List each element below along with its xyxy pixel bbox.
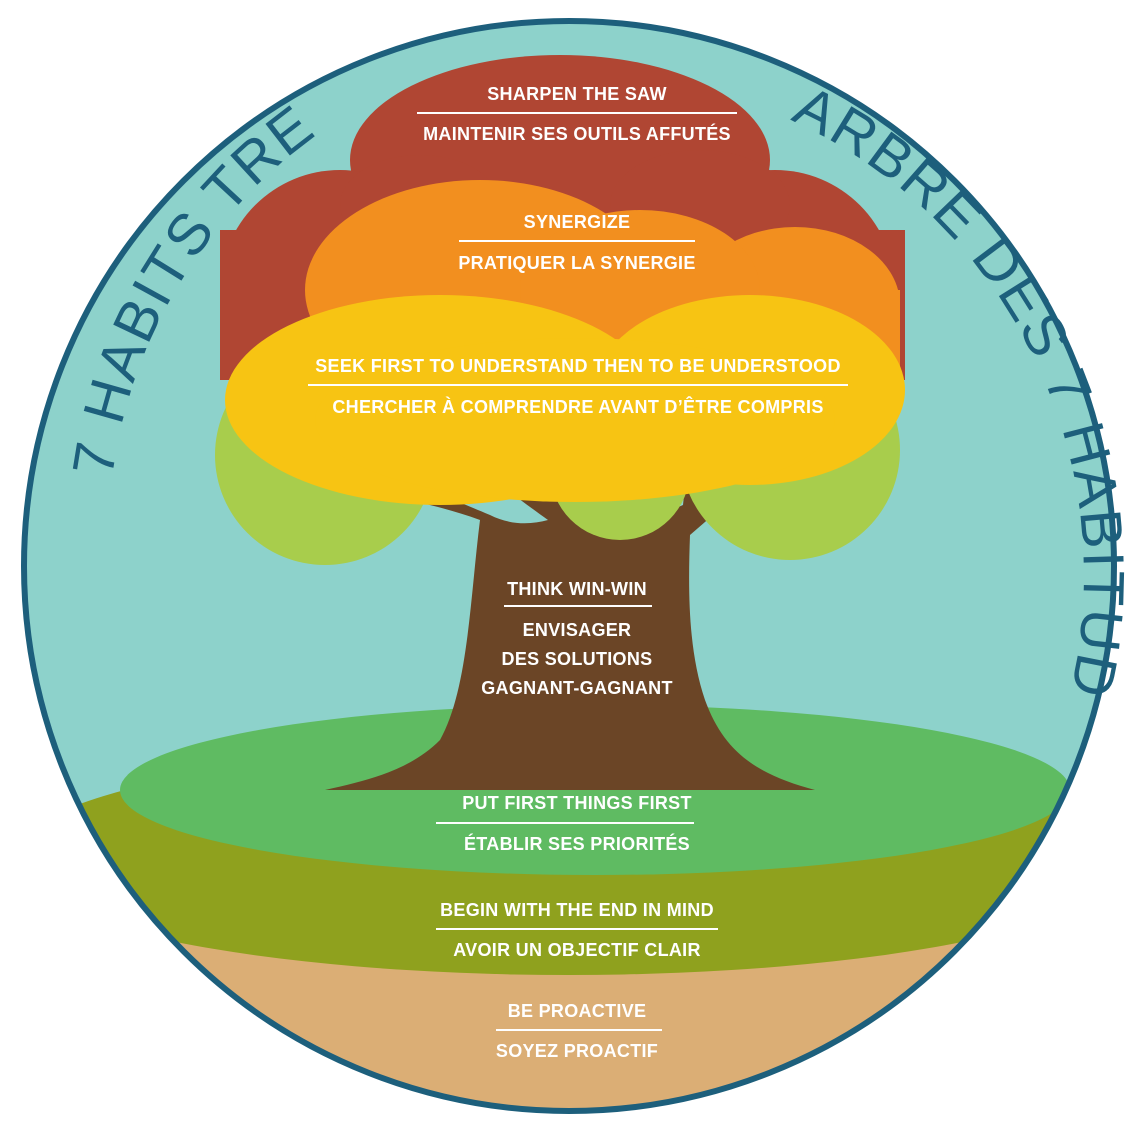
tree-trunk (325, 430, 815, 790)
habit-end-in-mind-fr: AVOIR UN OBJECTIF CLAIR (453, 940, 701, 960)
divider-end-in-mind (436, 928, 718, 930)
divider-synergize (459, 240, 695, 242)
habit-sharpen-saw-fr: MAINTENIR SES OUTILS AFFUTÉS (423, 124, 731, 144)
habit-think-win-win-fr-line2: DES SOLUTIONS (501, 649, 653, 669)
outer-ring (21, 18, 1117, 1114)
yellow-crown (225, 295, 905, 505)
habit-end-in-mind-en: BEGIN WITH THE END IN MIND (440, 900, 714, 920)
habit-think-win-win-fr-line1: ENVISAGER (522, 620, 632, 640)
habit-synergize-en: SYNERGIZE (523, 212, 631, 232)
divider-first-things (436, 822, 694, 824)
divider-proactive (496, 1029, 662, 1031)
habit-sharpen-saw-en: SHARPEN THE SAW (487, 84, 667, 104)
divider-sharpen-saw (417, 112, 737, 114)
divider-think-win-win (504, 605, 652, 607)
habit-synergize-fr: PRATIQUER LA SYNERGIE (458, 253, 696, 273)
habit-proactive-en: BE PROACTIVE (507, 1001, 647, 1021)
habit-first-things-fr: ÉTABLIR SES PRIORITÉS (464, 834, 690, 854)
divider-seek-first (308, 384, 848, 386)
habit-think-win-win-en: THINK WIN-WIN (507, 579, 647, 599)
habit-first-things-en: PUT FIRST THINGS FIRST (462, 793, 692, 813)
habit-proactive-fr: SOYEZ PROACTIF (495, 1041, 659, 1061)
habit-seek-first-en: SEEK FIRST TO UNDERSTAND THEN TO BE UNDE… (315, 356, 841, 376)
habit-seek-first-fr: CHERCHER À COMPRENDRE AVANT D’ÊTRE COMPR… (332, 397, 824, 417)
habit-think-win-win-fr-line3: GAGNANT-GAGNANT (481, 678, 673, 698)
